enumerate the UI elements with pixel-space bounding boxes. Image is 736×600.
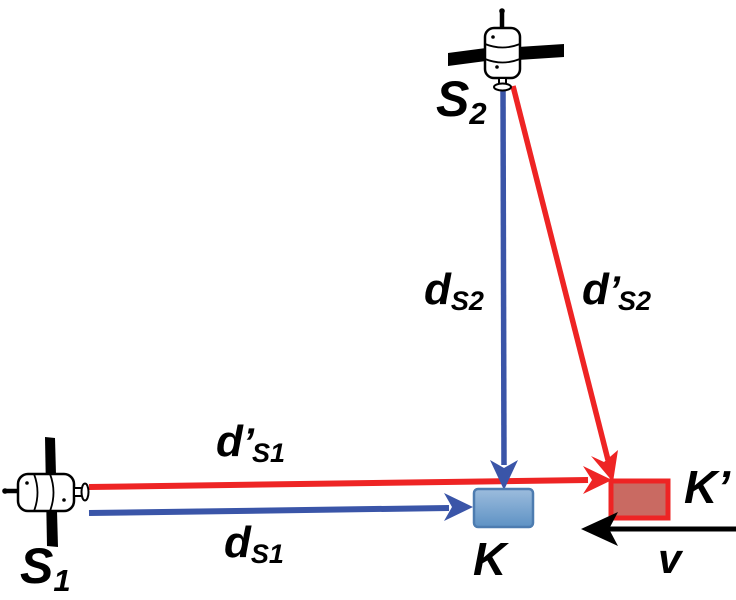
label-s2: S2 bbox=[436, 71, 487, 129]
label-k: K bbox=[473, 533, 507, 585]
label-k-prime: K’ bbox=[684, 461, 730, 513]
label-d-s1-sub: S1 bbox=[250, 538, 284, 569]
label-s1-main: S bbox=[20, 538, 54, 594]
label-d-s2-main: d bbox=[424, 265, 451, 314]
label-d-s2: dS2 bbox=[424, 265, 484, 315]
label-d-prime-s1: d’S1 bbox=[216, 417, 285, 467]
label-d-prime-s2-prime: ’ bbox=[608, 269, 620, 313]
arrow-d-s1 bbox=[88, 493, 473, 521]
arrow-d-prime-s1 bbox=[88, 466, 612, 494]
receiver-box-k-prime bbox=[608, 478, 671, 521]
label-d-prime-s2-sub: S2 bbox=[618, 285, 652, 316]
label-d-prime-s1-sub: S1 bbox=[252, 437, 286, 468]
label-d-s1-main: d bbox=[224, 518, 251, 567]
solar-panel-right bbox=[518, 44, 564, 60]
label-s2-sub: 2 bbox=[469, 96, 487, 132]
satellite-icon-s1 bbox=[2, 437, 90, 547]
receiver-box-k bbox=[472, 487, 535, 529]
label-s2-main: S bbox=[436, 71, 470, 127]
arrow-d-prime-s2 bbox=[510, 85, 618, 482]
arrow-d-s2 bbox=[490, 87, 518, 490]
satellite-icon-s2 bbox=[448, 8, 564, 92]
solar-panel-left bbox=[448, 48, 486, 66]
label-d-prime-s2: d’S2 bbox=[582, 265, 651, 315]
label-v: v bbox=[658, 535, 682, 582]
label-d-prime-s1-main: d bbox=[216, 417, 243, 466]
label-s1-sub: 1 bbox=[53, 563, 71, 599]
velocity-arrow bbox=[581, 512, 736, 546]
label-d-prime-s2-main: d bbox=[582, 265, 609, 314]
label-s1: S1 bbox=[20, 538, 71, 596]
label-d-s2-sub: S2 bbox=[450, 285, 484, 316]
label-d-s1: dS1 bbox=[224, 518, 284, 568]
label-d-prime-s1-prime: ’ bbox=[242, 421, 254, 465]
